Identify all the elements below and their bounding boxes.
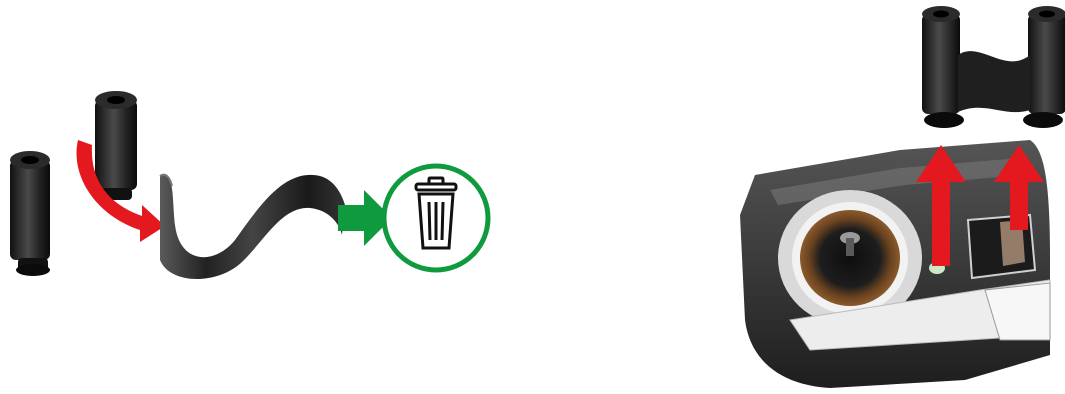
step-lift-ribbon — [700, 0, 1065, 394]
ribbon-cartridge-icon — [922, 6, 1065, 128]
trash-can-icon — [384, 166, 488, 270]
spool-icon — [10, 151, 50, 276]
spool-icon — [95, 91, 137, 200]
ribbon-strip-icon — [160, 175, 345, 279]
step-discard-ribbon — [0, 0, 520, 394]
step-discard-ribbon-graphic — [0, 0, 520, 394]
step-lift-ribbon-graphic — [700, 0, 1065, 394]
